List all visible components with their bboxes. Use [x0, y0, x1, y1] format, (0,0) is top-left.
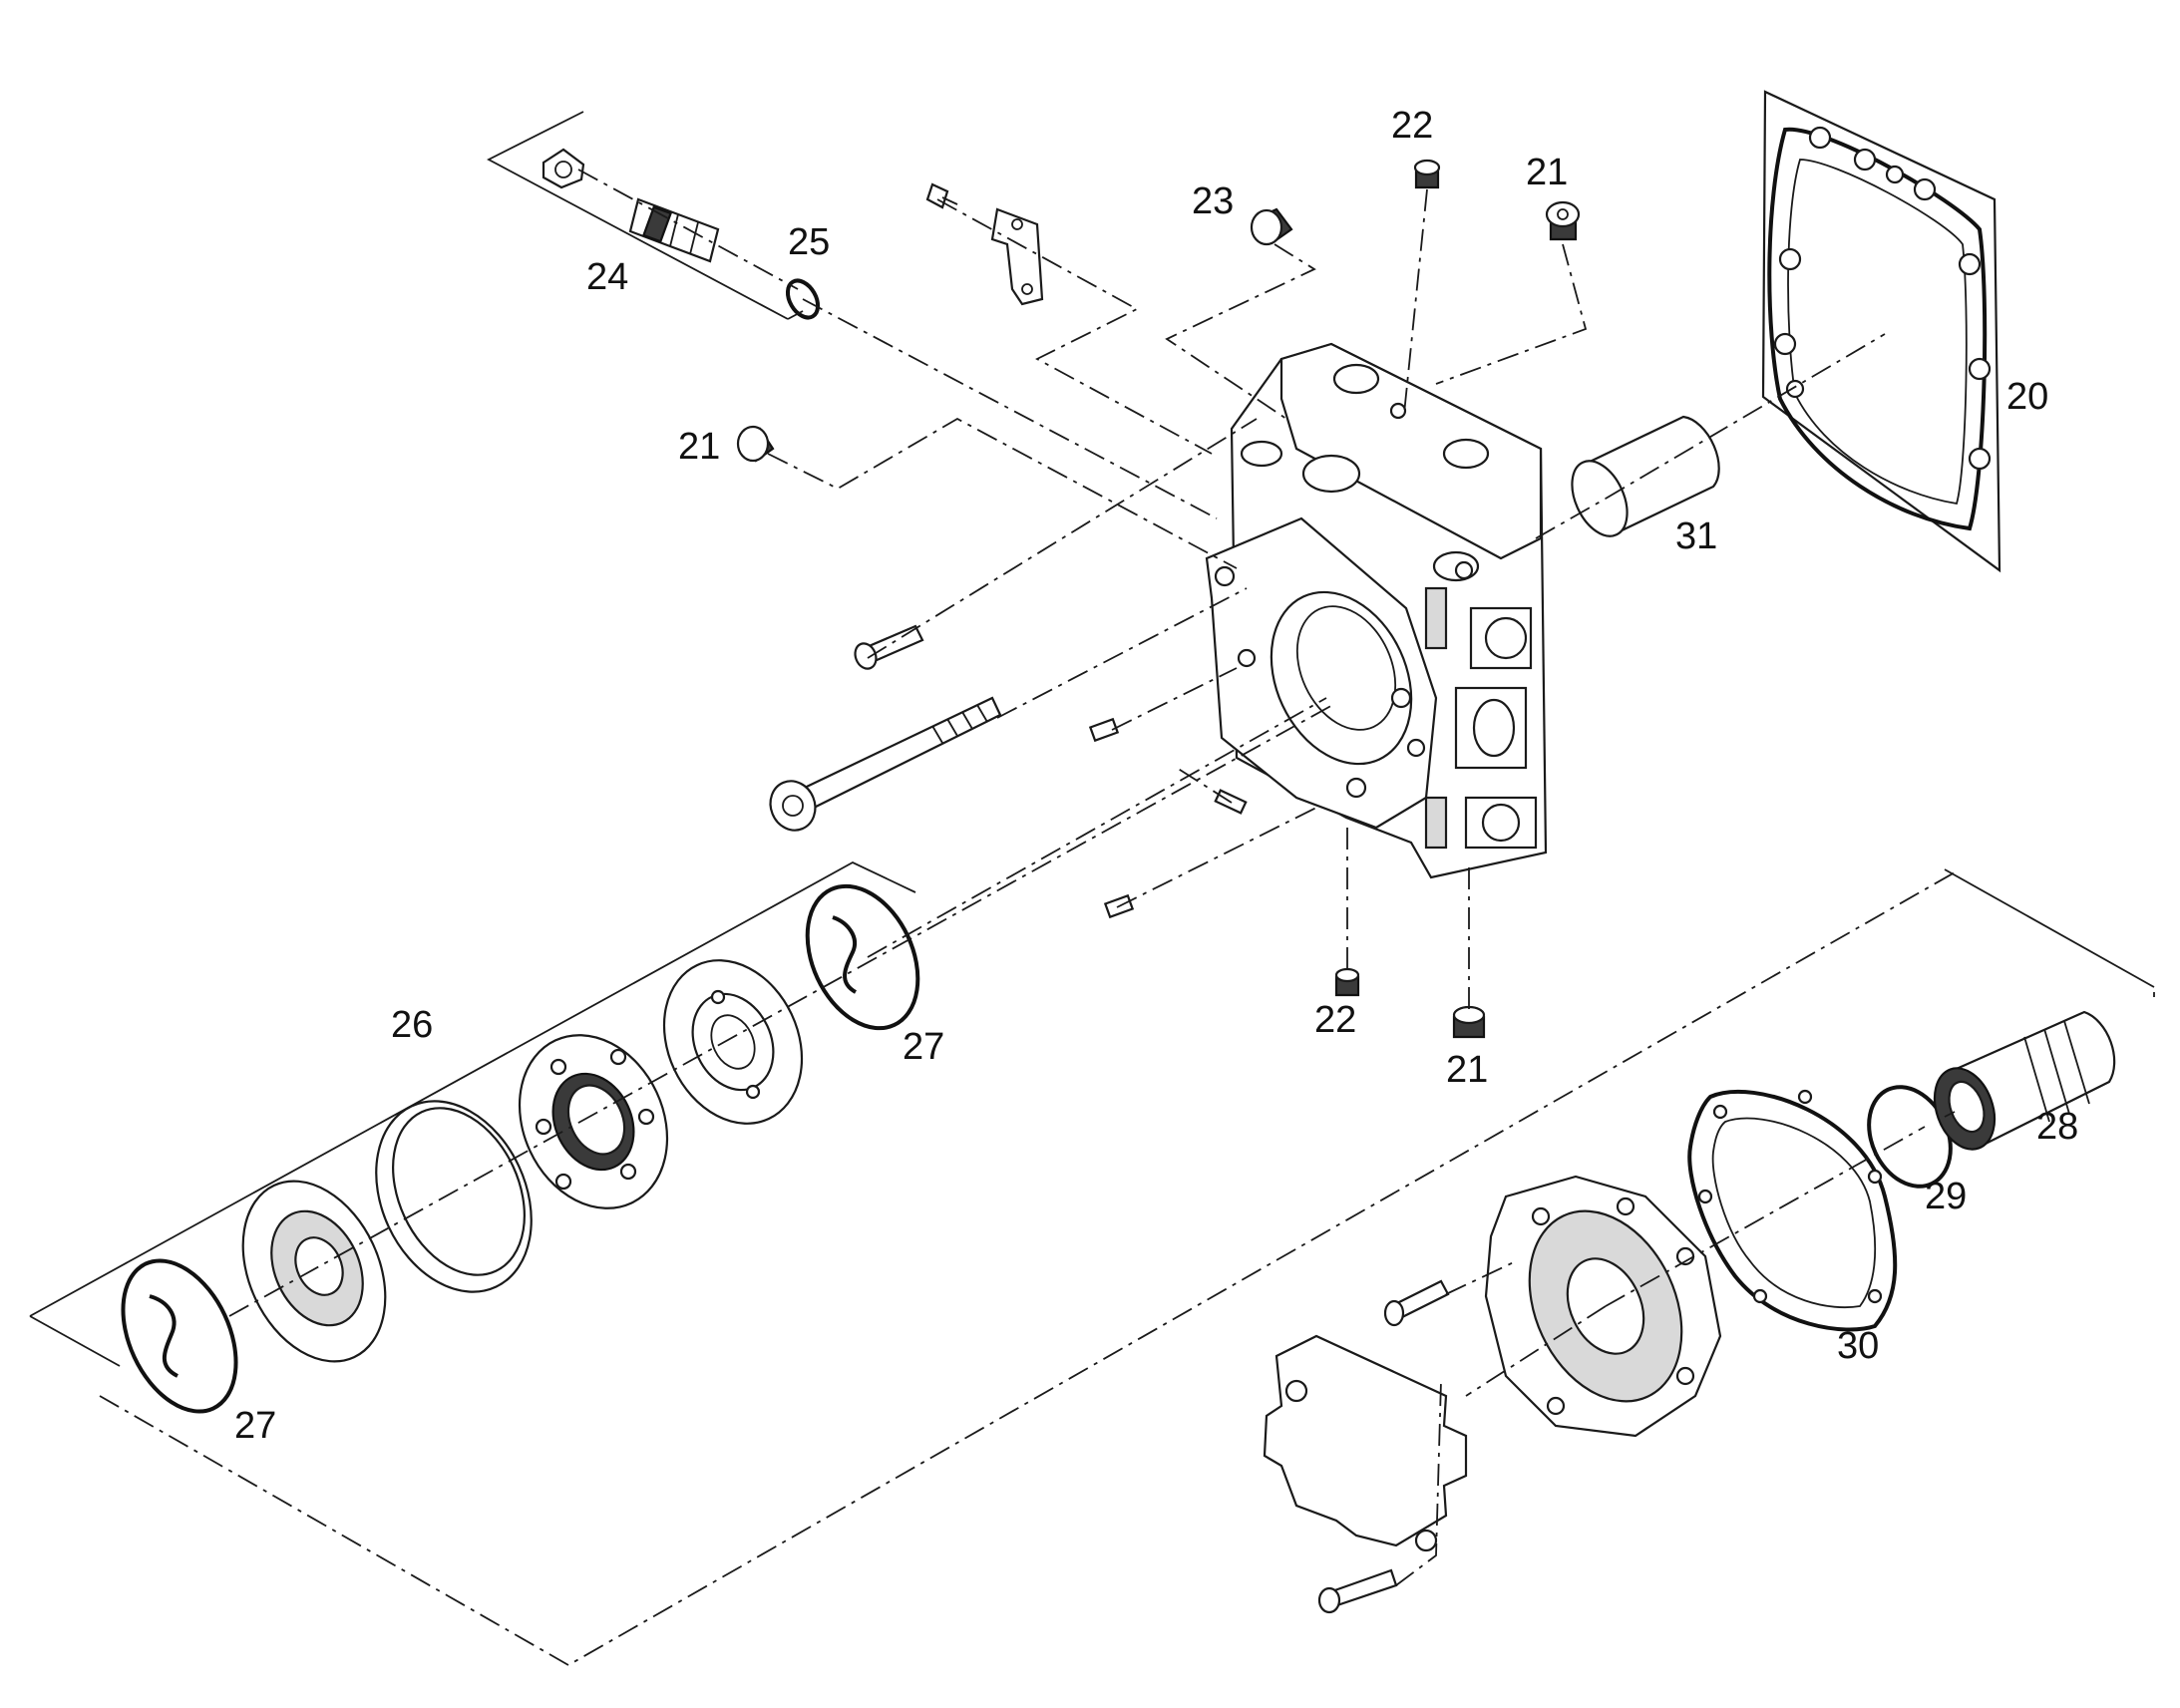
plug-part-23 [1250, 207, 1293, 246]
bearing-ring [375, 1100, 533, 1293]
label-25: 25 [788, 221, 830, 263]
gear-bearing [518, 1034, 669, 1209]
label-28: 28 [2036, 1106, 2078, 1148]
label-22-bottom: 22 [1314, 999, 1356, 1041]
label-29: 29 [1925, 1176, 1967, 1217]
label-27-right: 27 [903, 1026, 944, 1068]
label-21-left: 21 [678, 426, 720, 468]
plug-part-22-bottom [1334, 967, 1360, 997]
valve-plate-top [662, 959, 804, 1125]
part-labels: 20 21 21 21 22 22 23 24 25 26 27 27 28 2… [234, 105, 2078, 1447]
plug-part-22-top [1413, 159, 1441, 189]
label-23: 23 [1192, 180, 1234, 222]
group-26-frame [29, 860, 916, 1367]
sensor-part-24 [542, 148, 720, 263]
group-28-30-frame [1944, 868, 2155, 988]
shaft-part-28 [1933, 1010, 2116, 1151]
leader-lines [487, 111, 804, 320]
flange-bolt [1383, 1279, 1450, 1327]
bushing-part-31 [1571, 415, 1720, 537]
plug-part-21-bottom [1452, 1005, 1486, 1039]
valve-plate-bottom [241, 1180, 387, 1363]
long-bolt [769, 696, 1002, 832]
label-30: 30 [1837, 1325, 1879, 1367]
plug-part-21-left [736, 425, 775, 463]
label-20: 20 [2006, 376, 2048, 418]
plug-part-21-top [1545, 200, 1581, 241]
label-22-top: 22 [1391, 105, 1433, 147]
short-bolt [854, 624, 924, 670]
retaining-ring-part-27-left [121, 1258, 238, 1414]
label-21-top: 21 [1526, 152, 1568, 193]
main-housing-block [1205, 342, 1548, 879]
flange-housing [1484, 1175, 1722, 1438]
label-31: 31 [1675, 515, 1717, 557]
label-26: 26 [391, 1004, 433, 1046]
retaining-ring-part-27-right [805, 883, 920, 1031]
assembly-axes [99, 169, 2155, 1667]
bracket [925, 182, 1044, 306]
gasket-part-30 [1687, 1089, 1898, 1332]
o-ring-part-25 [785, 278, 821, 320]
cover-plate [1263, 1334, 1468, 1552]
label-21-bottom: 21 [1446, 1049, 1488, 1091]
cover-bolt [1317, 1568, 1398, 1614]
gasket-part-20 [1761, 90, 2001, 573]
label-27-left: 27 [234, 1405, 276, 1447]
label-24: 24 [586, 256, 628, 298]
